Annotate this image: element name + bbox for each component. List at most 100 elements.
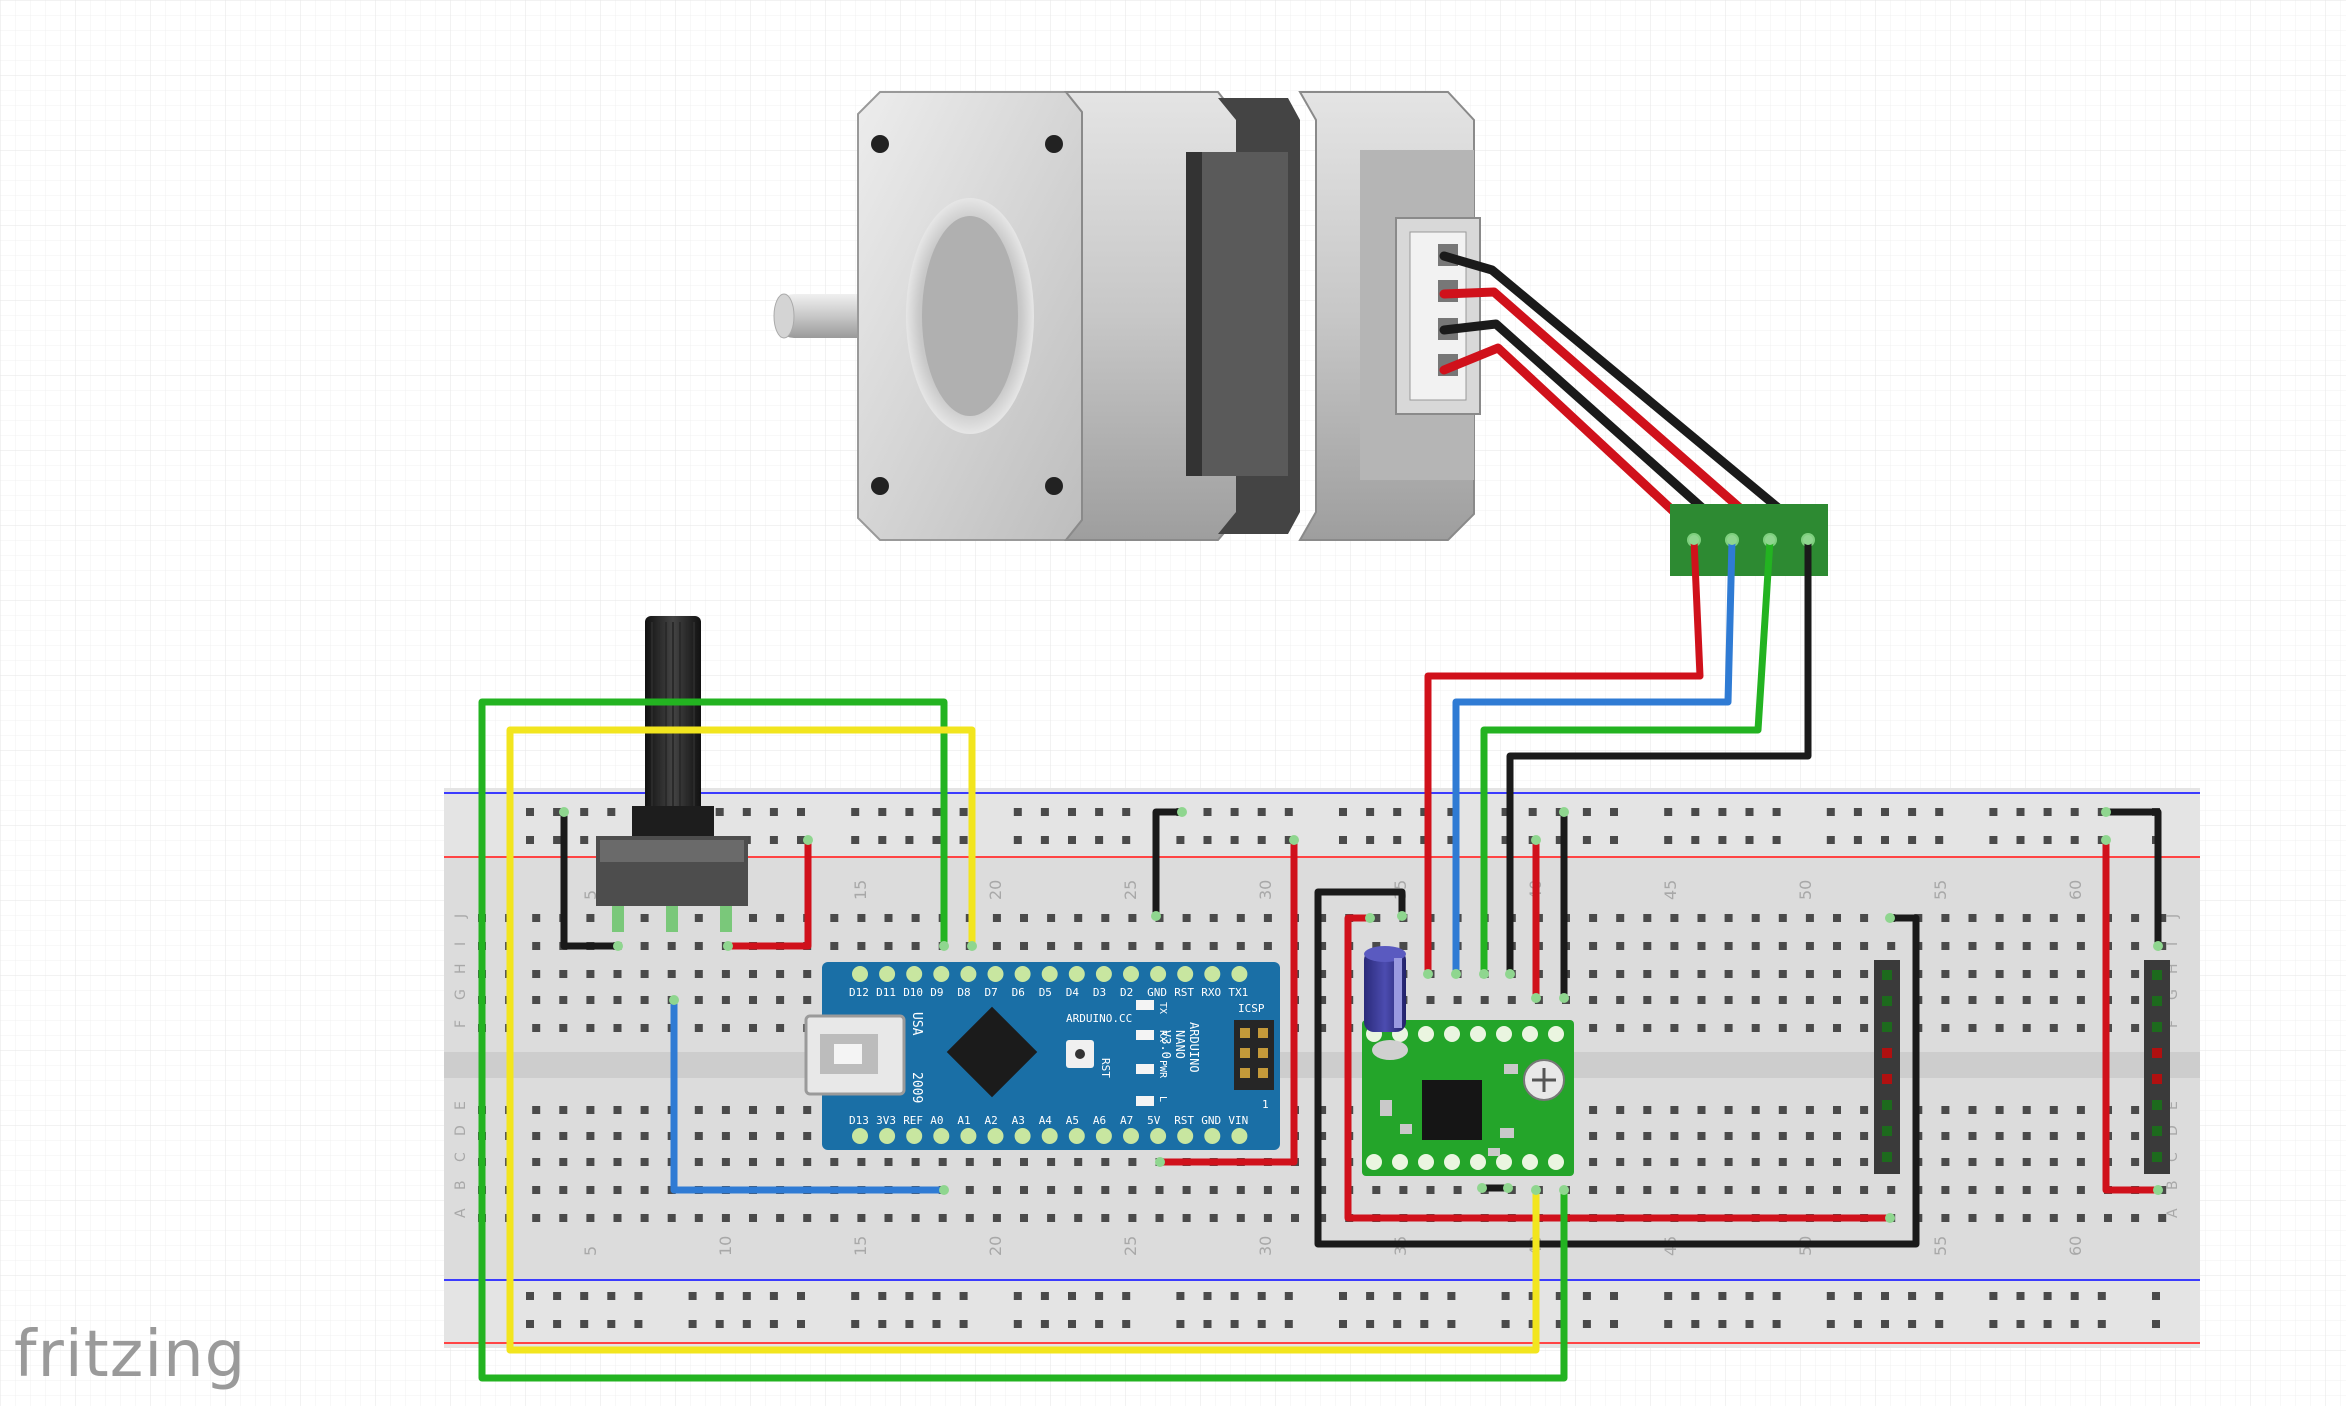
breadboard-hole[interactable] <box>2131 1158 2140 1166</box>
rail-hole[interactable] <box>769 808 778 816</box>
breadboard-hole[interactable] <box>532 1106 541 1114</box>
breadboard-hole[interactable] <box>1697 942 1706 950</box>
rail-hole[interactable] <box>1555 1320 1564 1328</box>
breadboard-hole[interactable] <box>613 1132 622 1140</box>
rail-hole[interactable] <box>1447 1292 1456 1300</box>
breadboard-hole[interactable] <box>1805 1106 1814 1114</box>
breadboard-hole[interactable] <box>2022 1186 2031 1194</box>
breadboard-hole[interactable] <box>2131 1132 2140 1140</box>
driver-pin-bottom[interactable] <box>1444 1154 1460 1170</box>
breadboard-hole[interactable] <box>1372 914 1381 922</box>
breadboard-hole[interactable] <box>613 1024 622 1032</box>
breadboard-hole[interactable] <box>1778 1132 1787 1140</box>
rail-hole[interactable] <box>932 1320 941 1328</box>
breadboard-hole[interactable] <box>2049 1106 2058 1114</box>
rail-hole[interactable] <box>715 1292 724 1300</box>
rail-hole[interactable] <box>1908 836 1917 844</box>
rail-hole[interactable] <box>553 836 562 844</box>
breadboard-hole[interactable] <box>1589 914 1598 922</box>
breadboard-hole[interactable] <box>1643 914 1652 922</box>
breadboard-hole[interactable] <box>721 1024 730 1032</box>
breadboard-hole[interactable] <box>857 1214 866 1222</box>
breadboard-hole[interactable] <box>532 996 541 1004</box>
breadboard-hole[interactable] <box>2076 942 2085 950</box>
breadboard-hole[interactable] <box>1805 970 1814 978</box>
rail-hole[interactable] <box>1718 1320 1727 1328</box>
breadboard-hole[interactable] <box>749 1214 757 1222</box>
breadboard-hole[interactable] <box>1372 942 1381 950</box>
breadboard-hole[interactable] <box>2022 970 2031 978</box>
breadboard-hole[interactable] <box>803 996 812 1004</box>
breadboard-hole[interactable] <box>1860 1024 1869 1032</box>
breadboard-hole[interactable] <box>586 970 595 978</box>
breadboard-hole[interactable] <box>1778 1158 1787 1166</box>
breadboard-hole[interactable] <box>1670 1132 1679 1140</box>
breadboard-hole[interactable] <box>2076 1024 2085 1032</box>
rail-hole[interactable] <box>1339 1292 1347 1300</box>
wire-green-long-loop[interactable] <box>478 698 1568 1382</box>
rail-hole[interactable] <box>878 808 887 816</box>
breadboard-hole[interactable] <box>1616 1132 1625 1140</box>
arduino-pin-top[interactable] <box>1123 966 1139 982</box>
breadboard-hole[interactable] <box>1453 1186 1462 1194</box>
breadboard-hole[interactable] <box>1101 1158 1110 1166</box>
rail-hole[interactable] <box>1501 836 1510 844</box>
rail-hole[interactable] <box>878 836 887 844</box>
breadboard-hole[interactable] <box>830 1158 839 1166</box>
rail-hole[interactable] <box>1582 836 1591 844</box>
breadboard-hole[interactable] <box>1941 1214 1950 1222</box>
breadboard-hole[interactable] <box>1020 1186 1028 1194</box>
breadboard-hole[interactable] <box>1318 1214 1327 1222</box>
arduino-pin-top[interactable] <box>960 966 977 982</box>
breadboard-hole[interactable] <box>694 914 703 922</box>
rail-hole[interactable] <box>851 1320 860 1328</box>
breadboard-hole[interactable] <box>803 1214 812 1222</box>
breadboard-hole[interactable] <box>2131 1106 2140 1114</box>
breadboard-hole[interactable] <box>938 1158 947 1166</box>
driver-pin-bottom[interactable] <box>1470 1154 1486 1170</box>
rail-hole[interactable] <box>1366 836 1375 844</box>
rail-hole[interactable] <box>1745 836 1754 844</box>
breadboard-hole[interactable] <box>1236 942 1245 950</box>
breadboard-hole[interactable] <box>1643 1106 1652 1114</box>
arduino-pin-bottom[interactable] <box>1231 1128 1248 1144</box>
rail-hole[interactable] <box>580 1320 589 1328</box>
rail-hole[interactable] <box>1393 1320 1402 1328</box>
rail-hole[interactable] <box>1122 808 1131 816</box>
breadboard-hole[interactable] <box>1833 942 1841 950</box>
breadboard-hole[interactable] <box>2131 970 2140 978</box>
rail-hole[interactable] <box>1230 808 1239 816</box>
breadboard-hole[interactable] <box>2131 996 2140 1004</box>
breadboard-hole[interactable] <box>532 1158 541 1166</box>
breadboard-hole[interactable] <box>1995 942 2004 950</box>
rail-hole[interactable] <box>1908 1292 1917 1300</box>
breadboard-hole[interactable] <box>776 970 785 978</box>
breadboard-hole[interactable] <box>1426 996 1435 1004</box>
breadboard-hole[interactable] <box>2049 1214 2058 1222</box>
rail-hole[interactable] <box>1068 808 1076 816</box>
arduino-pin-bottom[interactable] <box>1068 1128 1085 1144</box>
breadboard-hole[interactable] <box>749 914 757 922</box>
breadboard-hole[interactable] <box>1643 970 1652 978</box>
rail-hole[interactable] <box>1284 1320 1293 1328</box>
driver-pin-bottom[interactable] <box>1418 1154 1434 1170</box>
rail-hole[interactable] <box>2070 1320 2079 1328</box>
breadboard-hole[interactable] <box>1860 970 1869 978</box>
rail-hole[interactable] <box>1230 1320 1239 1328</box>
breadboard-hole[interactable] <box>667 970 676 978</box>
breadboard-hole[interactable] <box>721 970 730 978</box>
rail-hole[interactable] <box>1691 836 1700 844</box>
breadboard-hole[interactable] <box>1751 1158 1760 1166</box>
breadboard-hole[interactable] <box>965 1214 974 1222</box>
rail-hole[interactable] <box>607 808 616 816</box>
arduino-pin-bottom[interactable] <box>852 1128 868 1144</box>
rail-hole[interactable] <box>1664 1320 1673 1328</box>
rail-hole[interactable] <box>1989 836 1998 844</box>
breadboard-hole[interactable] <box>2131 914 2140 922</box>
breadboard-hole[interactable] <box>1155 1186 1164 1194</box>
breadboard-hole[interactable] <box>1589 1106 1598 1114</box>
breadboard-hole[interactable] <box>965 1186 974 1194</box>
rail-hole[interactable] <box>1881 808 1889 816</box>
rail-hole[interactable] <box>1013 836 1022 844</box>
rail-hole[interactable] <box>1393 836 1402 844</box>
